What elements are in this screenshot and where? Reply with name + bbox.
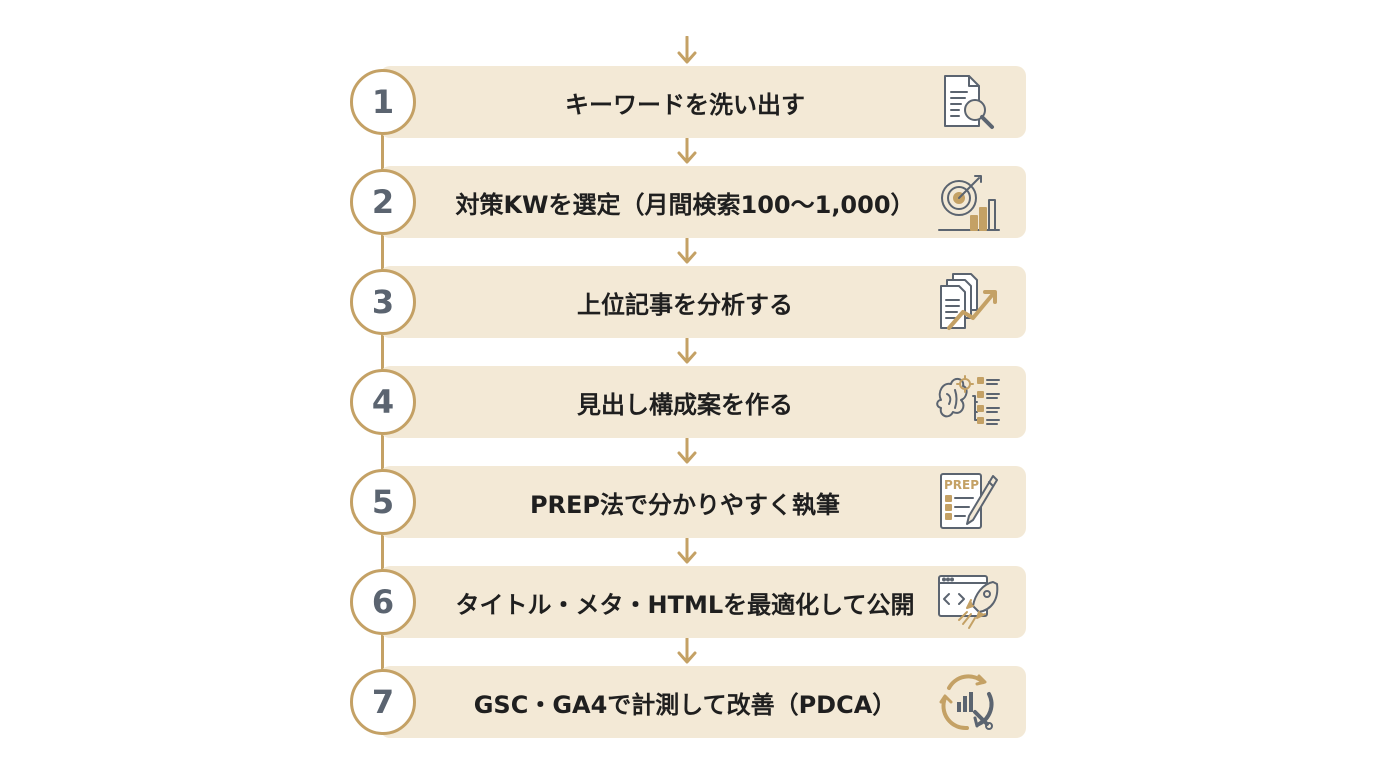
prep-writing-icon: PREP	[935, 470, 1001, 534]
step-label: 見出し構成案を作る	[577, 390, 793, 419]
step-label: 対策KWを選定（月間検索100〜1,000）	[455, 190, 915, 219]
prep-icon-text: PREP	[944, 478, 979, 492]
step-6: 6 タイトル・メタ・HTMLを最適化して公開	[350, 566, 1026, 638]
step-label: 上位記事を分析する	[577, 290, 793, 319]
step-bar	[380, 666, 1026, 738]
step-number: 7	[350, 669, 416, 735]
down-arrow-icon	[677, 436, 697, 464]
step-label: PREP法で分かりやすく執筆	[529, 490, 841, 519]
step-label: GSC・GA4で計測して改善（PDCA）	[473, 690, 897, 719]
code-rocket-icon	[935, 570, 1001, 634]
step-bar	[380, 266, 1026, 338]
step-2: 2 対策KWを選定（月間検索100〜1,000）	[350, 166, 1026, 238]
step-number: 2	[350, 169, 416, 235]
step-number: 4	[350, 369, 416, 435]
document-search-icon	[935, 70, 1001, 134]
step-label: タイトル・メタ・HTMLを最適化して公開	[455, 590, 915, 619]
target-chart-icon	[935, 170, 1001, 234]
down-arrow-icon	[677, 36, 697, 64]
brain-outline-icon	[935, 370, 1001, 434]
cycle-analytics-icon	[935, 670, 1001, 734]
step-label: キーワードを洗い出す	[565, 90, 805, 119]
step-1: 1 キーワードを洗い出す	[350, 66, 1026, 138]
step-3: 3 上位記事を分析する	[350, 266, 1026, 338]
step-number: 1	[350, 69, 416, 135]
step-bar	[380, 366, 1026, 438]
down-arrow-icon	[677, 236, 697, 264]
step-bar	[380, 566, 1026, 638]
down-arrow-icon	[677, 636, 697, 664]
step-bar	[380, 166, 1026, 238]
step-7: 7 GSC・GA4で計測して改善（PDCA）	[350, 666, 1026, 738]
down-arrow-icon	[677, 336, 697, 364]
down-arrow-icon	[677, 536, 697, 564]
step-5: 5 PREP法で分かりやすく執筆 PREP	[350, 466, 1026, 538]
step-bar	[380, 466, 1026, 538]
step-bar	[380, 66, 1026, 138]
step-number: 6	[350, 569, 416, 635]
down-arrow-icon	[677, 136, 697, 164]
step-number: 5	[350, 469, 416, 535]
step-number: 3	[350, 269, 416, 335]
documents-trend-icon	[935, 270, 1001, 334]
step-4: 4 見出し構成案を作る	[350, 366, 1026, 438]
